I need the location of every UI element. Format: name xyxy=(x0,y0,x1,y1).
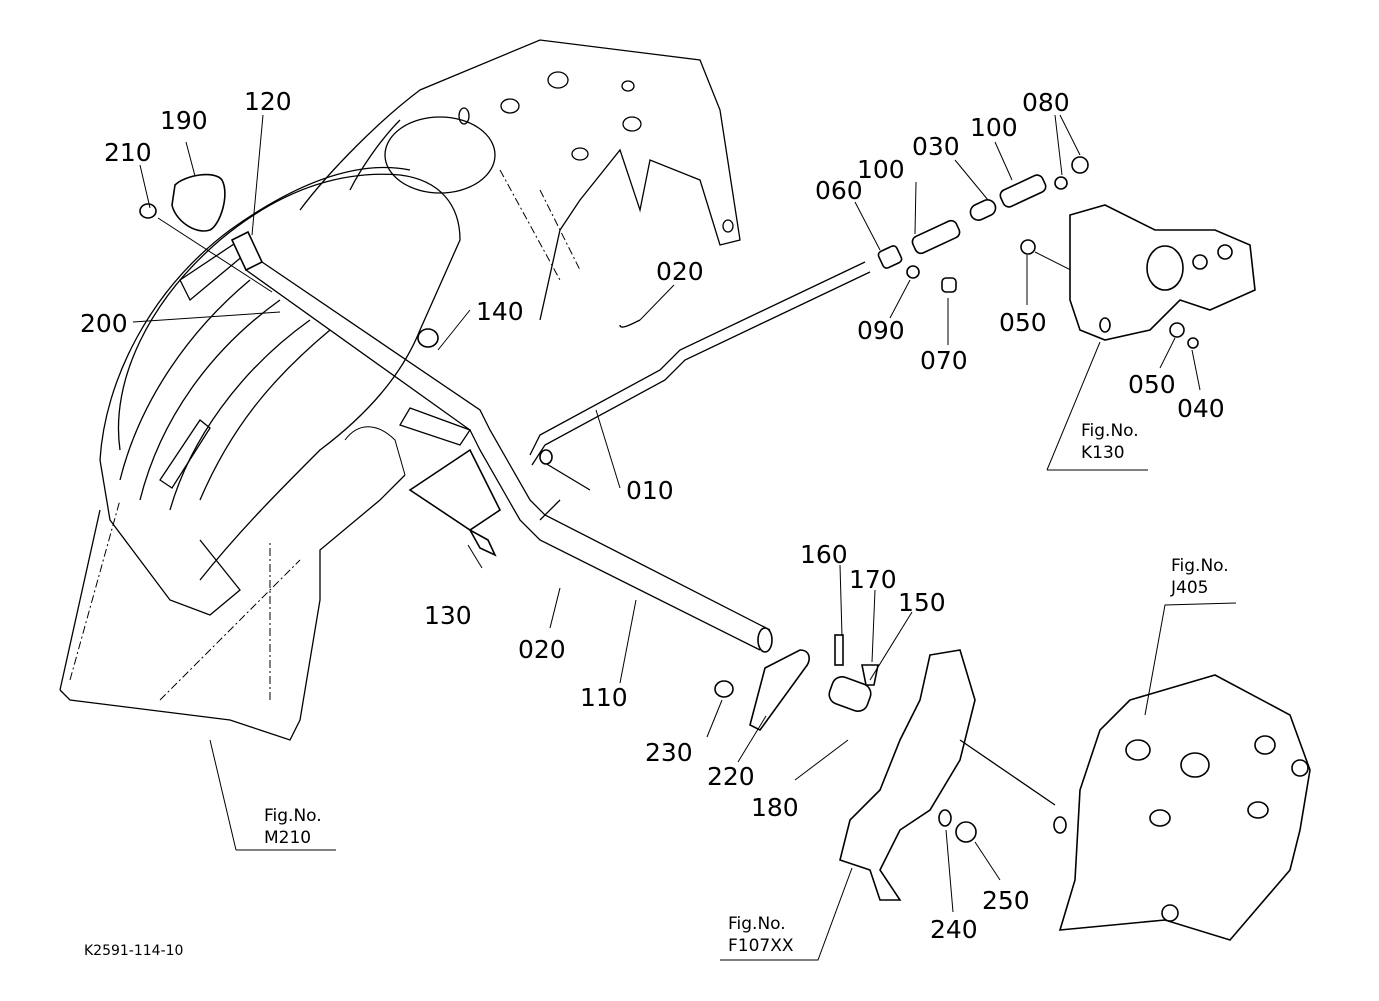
fender-shell xyxy=(59,166,461,741)
figure-ref-j405-line1: Fig.No. xyxy=(1171,556,1229,576)
part-label-170[interactable]: 170 xyxy=(849,565,897,594)
part-label-030[interactable]: 030 xyxy=(912,132,960,161)
part-label-200[interactable]: 200 xyxy=(80,309,128,338)
figure-ref-f107xx-line1: Fig.No. xyxy=(728,914,786,934)
rod-010 xyxy=(529,261,871,521)
figure-ref-m210[interactable]: Fig.No. M210 xyxy=(264,805,322,849)
part-label-100-right[interactable]: 100 xyxy=(970,113,1018,142)
part-label-140[interactable]: 140 xyxy=(476,297,524,326)
part-label-070[interactable]: 070 xyxy=(920,346,968,375)
lower-linkage xyxy=(714,634,1056,901)
part-label-240[interactable]: 240 xyxy=(930,915,978,944)
figure-ref-j405-line2: J405 xyxy=(1171,578,1209,598)
pump-j405 xyxy=(1053,674,1311,941)
part-label-130[interactable]: 130 xyxy=(424,601,472,630)
bracket-k130 xyxy=(1069,204,1256,341)
figure-ref-m210-line2: M210 xyxy=(264,828,312,848)
part-label-250[interactable]: 250 xyxy=(982,886,1030,915)
part-label-050-lower[interactable]: 050 xyxy=(1128,370,1176,399)
drawing-code: K2591-114-10 xyxy=(84,943,184,959)
leader-lines xyxy=(132,114,1237,961)
figure-ref-f107xx[interactable]: Fig.No. F107XX xyxy=(728,913,794,957)
part-label-040[interactable]: 040 xyxy=(1177,394,1225,423)
part-label-110[interactable]: 110 xyxy=(580,683,628,712)
part-label-220[interactable]: 220 xyxy=(707,762,755,791)
part-label-180[interactable]: 180 xyxy=(751,793,799,822)
spring-assembly xyxy=(877,156,1199,349)
part-label-150[interactable]: 150 xyxy=(898,588,946,617)
lever-assembly xyxy=(139,173,773,653)
figure-ref-j405[interactable]: Fig.No. J405 xyxy=(1171,555,1229,599)
figure-ref-f107xx-line2: F107XX xyxy=(728,936,794,956)
figure-ref-k130-line2: K130 xyxy=(1081,443,1125,463)
part-label-120[interactable]: 120 xyxy=(244,87,292,116)
part-label-210[interactable]: 210 xyxy=(104,138,152,167)
figure-ref-k130[interactable]: Fig.No. K130 xyxy=(1081,420,1139,464)
figure-ref-m210-line1: Fig.No. xyxy=(264,806,322,826)
part-label-010[interactable]: 010 xyxy=(626,476,674,505)
part-label-080[interactable]: 080 xyxy=(1022,88,1070,117)
part-label-050-upper[interactable]: 050 xyxy=(999,308,1047,337)
part-label-160[interactable]: 160 xyxy=(800,540,848,569)
part-label-060[interactable]: 060 xyxy=(815,176,863,205)
figure-ref-k130-line1: Fig.No. xyxy=(1081,421,1139,441)
part-label-020-upper[interactable]: 020 xyxy=(656,257,704,286)
part-label-100-left[interactable]: 100 xyxy=(857,155,905,184)
part-label-020-lower[interactable]: 020 xyxy=(518,635,566,664)
part-label-230[interactable]: 230 xyxy=(645,738,693,767)
part-label-190[interactable]: 190 xyxy=(160,106,208,135)
part-label-090[interactable]: 090 xyxy=(857,316,905,345)
